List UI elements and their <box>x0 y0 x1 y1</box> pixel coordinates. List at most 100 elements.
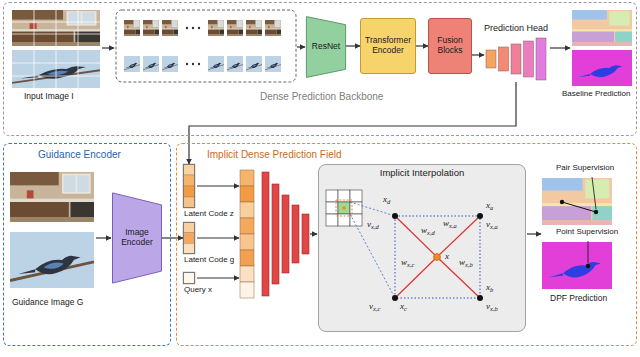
patch-tokens <box>246 20 262 36</box>
prediction-head-bars <box>499 47 509 71</box>
text-slot: Dense Prediction Backbone <box>260 91 383 103</box>
input-images <box>78 10 79 46</box>
label-slot: Pair Supervision <box>556 164 614 173</box>
label-slot: vx,a <box>485 220 499 230</box>
node-label: Transformer Encoder <box>364 36 412 56</box>
panel-title: Guidance Encoder <box>38 149 121 161</box>
math-symbol: v <box>486 219 490 229</box>
dpf-prediction-images <box>560 200 564 204</box>
concatenated-code <box>240 250 254 266</box>
latent-code-cells <box>183 186 195 197</box>
text-slot: Prediction Head <box>484 23 548 36</box>
patch-tokens <box>116 10 296 82</box>
concatenated-code <box>240 282 254 298</box>
dpf-prediction-images <box>588 241 589 263</box>
input-images <box>12 76 100 77</box>
interpolation-figure <box>395 216 480 298</box>
dpf-panel: Implicit Dense Prediction FieldLatent Co… <box>176 143 637 346</box>
latent-code-cells <box>183 222 195 233</box>
patch-tokens <box>265 56 281 72</box>
flow-arrow <box>527 233 541 234</box>
math-label: vx,d <box>366 220 380 230</box>
input-images <box>34 10 35 46</box>
label-slot: xc <box>399 302 408 312</box>
panel-title: Dense Prediction Backbone <box>260 91 383 103</box>
latent-code-cells <box>183 233 195 244</box>
math-subscript: x,b <box>465 261 473 268</box>
label-slot: vx,b <box>485 302 499 312</box>
interpolation-figure <box>434 254 441 261</box>
concatenated-code <box>240 266 254 282</box>
patch-tokens <box>162 20 178 36</box>
math-subscript: x,d <box>427 229 435 236</box>
patch-tokens <box>227 20 243 36</box>
math-label: vx,b <box>485 302 499 312</box>
interpolation-figure <box>477 213 483 219</box>
interpolation-figure <box>336 200 352 216</box>
interpolation-figure <box>326 190 362 226</box>
flow-arrow <box>310 233 317 234</box>
input-images <box>12 63 100 64</box>
latent-code-cells <box>183 272 195 284</box>
resnet-block: ResNet <box>306 16 346 78</box>
baseline-prediction-images <box>572 10 632 86</box>
interpolation-figure <box>342 206 346 210</box>
text-slot: Fusion Blocks <box>429 19 471 73</box>
prediction-head-bars <box>536 38 546 80</box>
label-slot: xb <box>485 283 494 293</box>
patch-tokens <box>143 20 159 36</box>
latent-code: Latent Code z <box>183 164 195 208</box>
flow-arrow <box>416 45 428 46</box>
image-encoder: Image Encoder <box>112 192 162 284</box>
math-subscript: x,a <box>449 222 457 229</box>
label-slot: wx,d <box>420 226 436 236</box>
input-images <box>12 10 100 46</box>
label-slot: xd <box>382 195 391 205</box>
math-symbol: w <box>459 257 465 267</box>
flow-arrow <box>96 237 111 238</box>
node-label: Image Encoder <box>115 228 159 248</box>
trapezoid-shape <box>306 17 345 78</box>
flow-arrow <box>472 54 484 55</box>
concatenated-code <box>240 202 254 218</box>
math-label: wx,c <box>400 258 415 268</box>
latent-code-cells <box>183 197 195 208</box>
math-symbol: x <box>486 200 490 210</box>
patch-tokens <box>143 56 159 72</box>
image-caption: DPF Prediction <box>550 294 607 303</box>
patch-tokens <box>124 20 140 36</box>
encoder-block: Transformer Encoder <box>360 18 416 74</box>
math-label: vx,a <box>485 220 499 230</box>
patch-tokens <box>265 20 281 36</box>
prediction-head-bars <box>511 44 521 74</box>
node-label: ResNet <box>312 42 340 52</box>
math-label: wx,d <box>420 226 436 236</box>
flow-arrow <box>189 82 516 164</box>
image-caption: Baseline Prediction <box>562 90 630 99</box>
math-symbol: v <box>486 301 490 311</box>
label-slot: Point Supervision <box>556 228 618 237</box>
math-subscript: a <box>490 204 493 211</box>
text-slot: ResNet <box>306 16 346 78</box>
guidance-images <box>10 172 94 222</box>
prediction-head-bars <box>486 50 496 68</box>
flow-arrow <box>197 277 239 278</box>
patch-tokens <box>208 56 224 72</box>
prediction-head: Prediction Head <box>484 36 548 82</box>
math-subscript: b <box>490 286 493 293</box>
mlp-layers <box>262 172 269 296</box>
input-images <box>12 22 100 23</box>
node-label: Latent Code z <box>184 209 234 218</box>
dpf-prediction-images <box>562 202 596 212</box>
interpolation-figure <box>326 214 338 226</box>
image-caption: Guidance Image G <box>12 298 83 307</box>
mlp-layers <box>282 195 289 273</box>
concatenated-code <box>240 186 254 202</box>
label-slot: Guidance Image G <box>12 298 83 307</box>
patch-tokens <box>198 27 200 29</box>
dpf-prediction-images <box>592 177 596 209</box>
interpolation-figure <box>437 216 480 257</box>
baseline-prediction-images <box>572 50 632 86</box>
interpolation-figure <box>392 213 483 301</box>
trapezoid-shape <box>113 193 162 283</box>
